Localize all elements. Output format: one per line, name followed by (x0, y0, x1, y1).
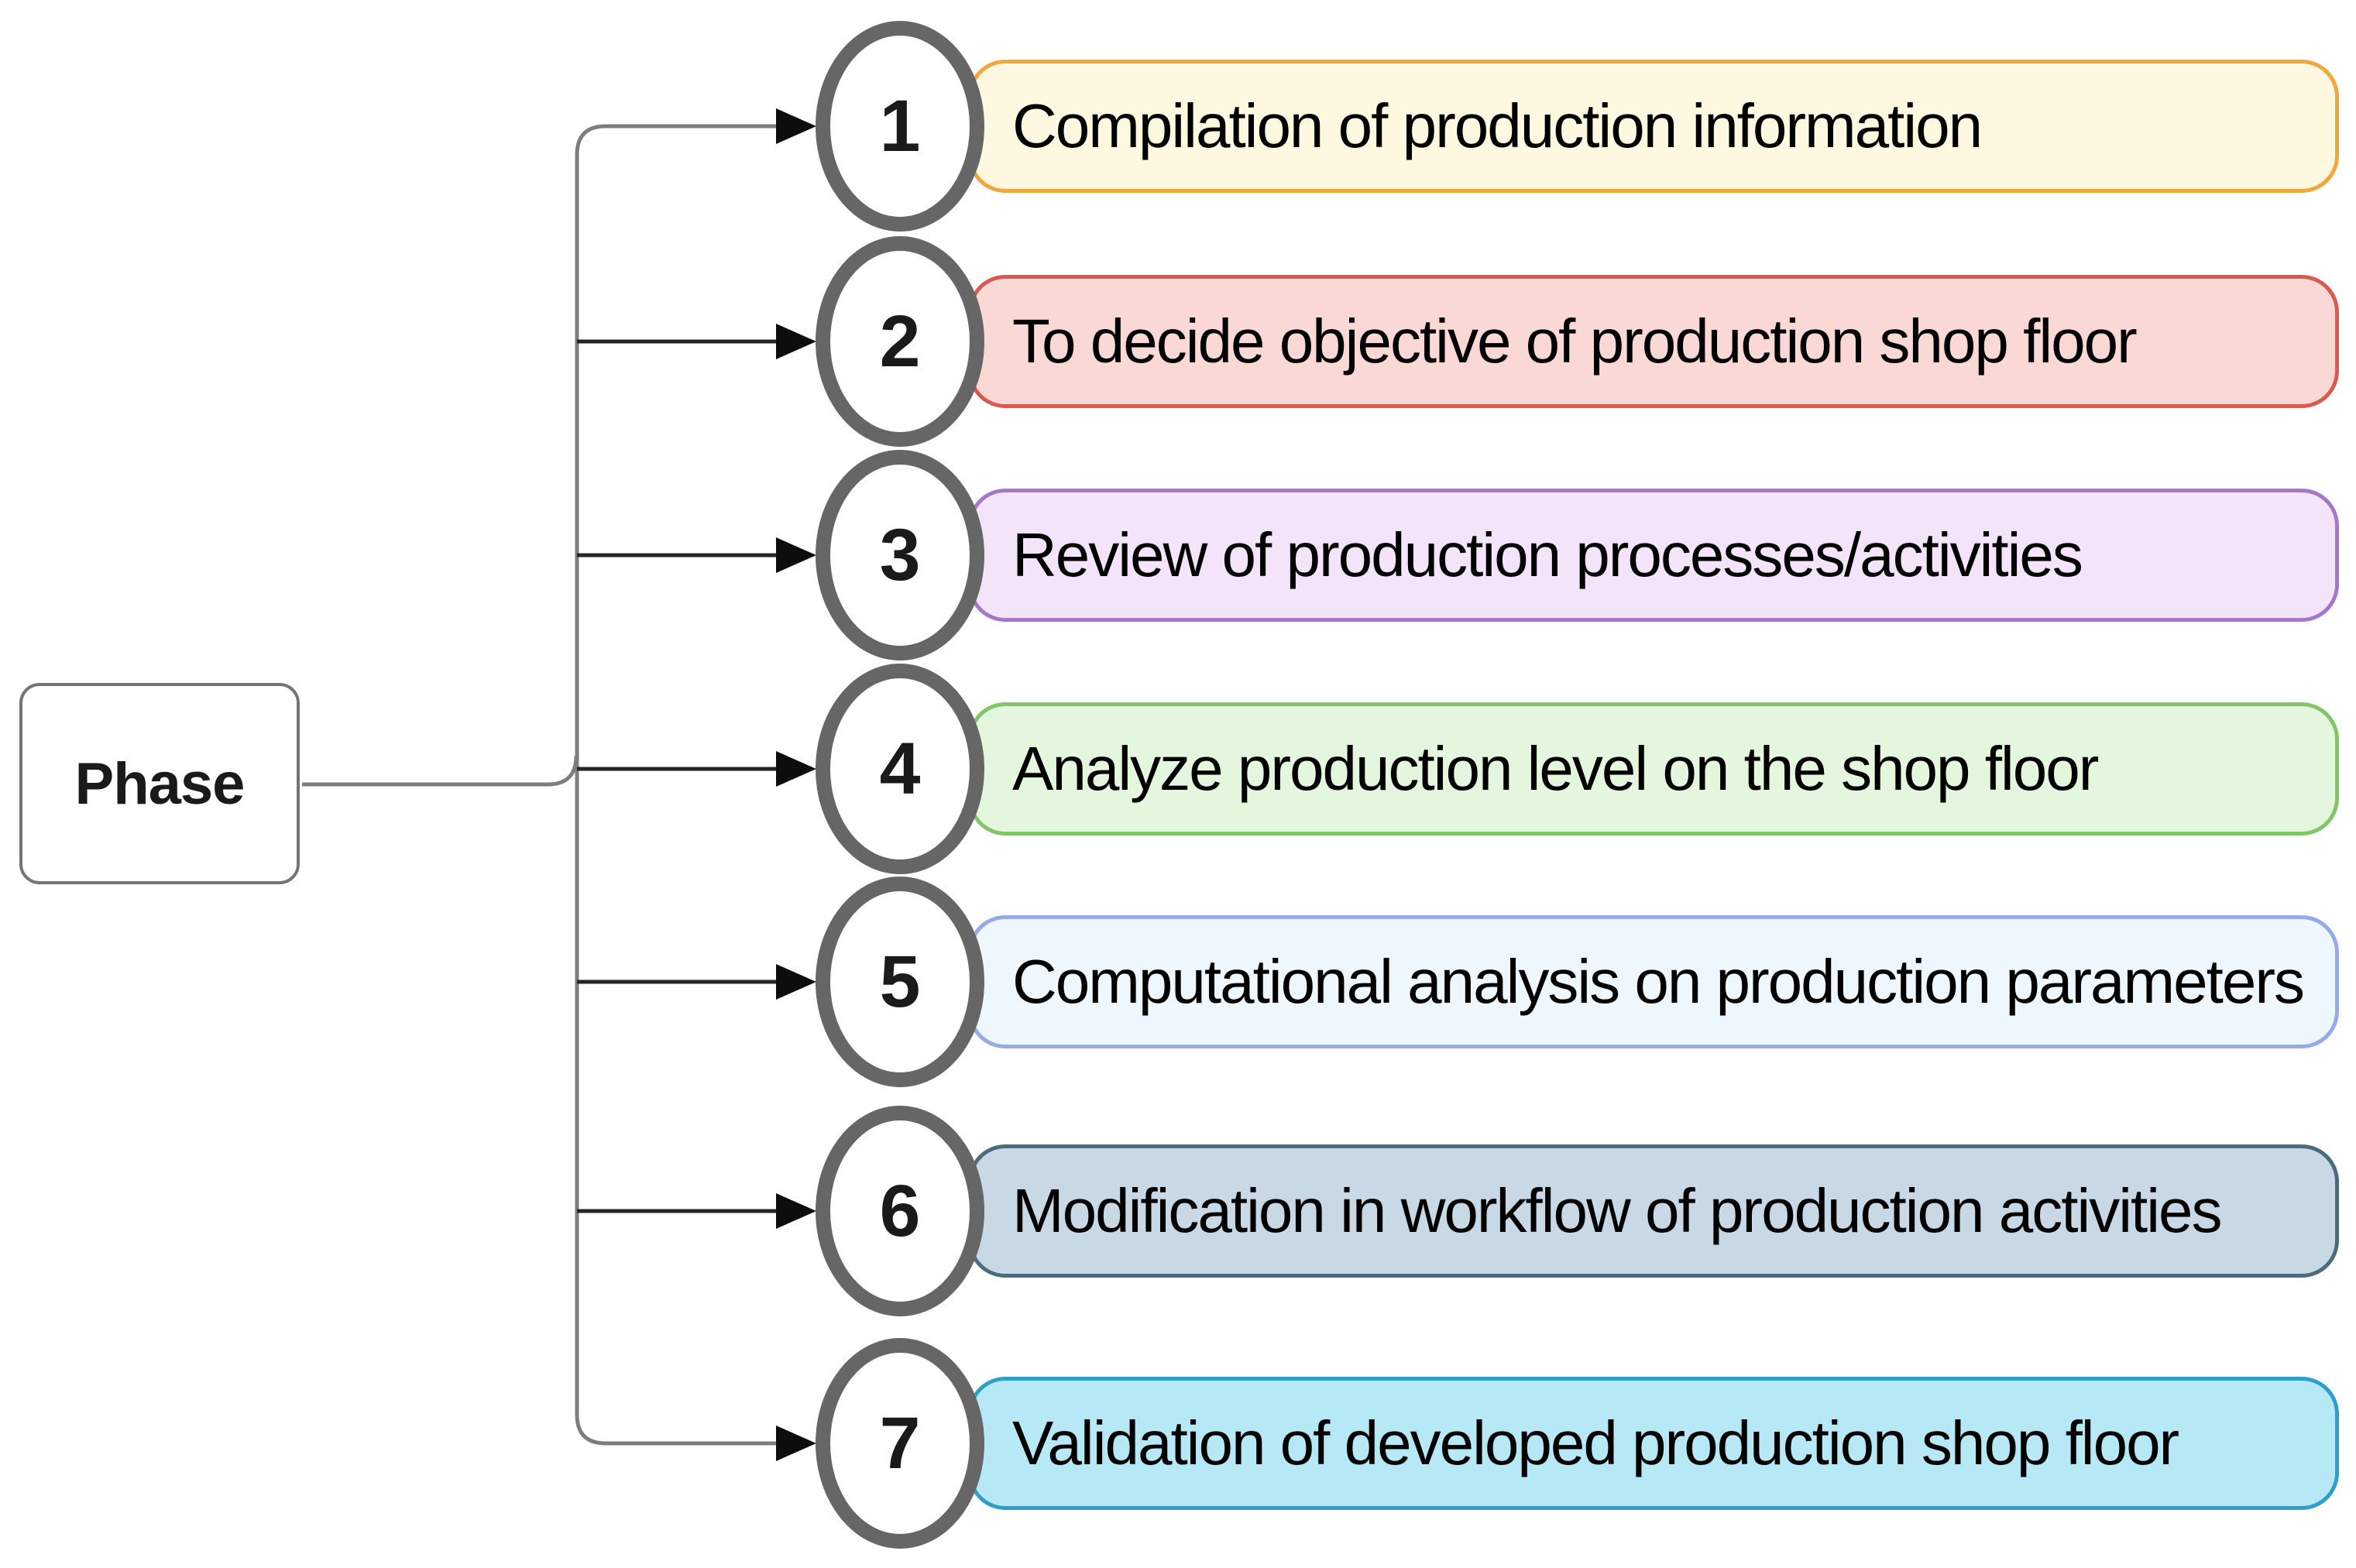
phase-bar-3: Review of production processes/activitie… (968, 489, 2339, 622)
phase-bar-label: Computational analysis on production par… (1012, 947, 2305, 1016)
arrowhead-markers (776, 108, 816, 1461)
phase-bar-label: Review of production processes/activitie… (1012, 520, 2083, 589)
phase-number: 1 (879, 84, 921, 167)
phase-connector-line (302, 755, 579, 787)
phase-circle-6: 6 (816, 1106, 984, 1316)
arrowhead-icon (776, 324, 816, 359)
phase-number: 4 (879, 727, 921, 810)
phase-circle-2: 2 (816, 236, 984, 447)
phase-bar-label: To decide objective of production shop f… (1012, 307, 2138, 376)
arrowhead-icon (776, 108, 816, 144)
trunk-line (575, 124, 779, 1446)
phase-bar-label: Compilation of production information (1012, 91, 1983, 160)
phase-number: 5 (879, 940, 921, 1023)
phase-bar-6: Modification in workflow of production a… (968, 1144, 2339, 1278)
phase-root-label: Phase (74, 750, 246, 817)
phase-number: 7 (879, 1402, 921, 1484)
phase-number: 2 (879, 300, 921, 383)
phase-circle-5: 5 (816, 877, 984, 1087)
phase-circle-4: 4 (816, 664, 984, 874)
phase-bar-label: Analyze production level on the shop flo… (1012, 734, 2099, 803)
phase-bar-5: Computational analysis on production par… (968, 915, 2339, 1048)
phase-bar-label: Modification in workflow of production a… (1012, 1176, 2223, 1245)
arrowhead-icon (776, 1193, 816, 1229)
arrowhead-icon (776, 751, 816, 787)
phase-bar-1: Compilation of production information (968, 60, 2339, 193)
phase-circle-7: 7 (816, 1338, 984, 1549)
branch-lines (577, 339, 779, 1213)
phase-bar-7: Validation of developed production shop … (968, 1377, 2339, 1510)
phase-bar-2: To decide objective of production shop f… (968, 275, 2339, 408)
phase-circle-3: 3 (816, 450, 984, 660)
phase-bar-4: Analyze production level on the shop flo… (968, 702, 2339, 835)
phase-bar-label: Validation of developed production shop … (1012, 1408, 2179, 1477)
phase-number: 6 (879, 1169, 921, 1252)
phase-root-box: Phase (19, 683, 300, 884)
arrowhead-icon (776, 537, 816, 573)
phase-number: 3 (879, 513, 921, 596)
arrowhead-icon (776, 1426, 816, 1461)
arrowhead-icon (776, 964, 816, 1000)
phase-circle-1: 1 (816, 21, 984, 232)
